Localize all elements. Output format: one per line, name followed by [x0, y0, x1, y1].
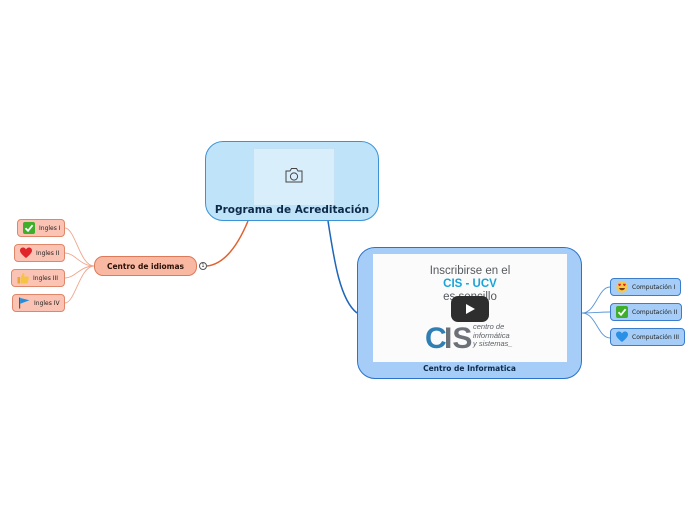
topic-label: Ingles I — [39, 224, 61, 232]
topic-label: Ingles II — [36, 249, 60, 257]
topic-label: Ingles IV — [34, 299, 60, 307]
informatica-title: Centro de Informatica — [423, 364, 516, 373]
blue-heart-icon — [616, 331, 628, 343]
blue-flag-icon — [18, 297, 30, 309]
topic-computacion-1[interactable]: Computación I — [610, 278, 681, 296]
svg-text:C: C — [425, 322, 447, 352]
red-heart-icon — [20, 247, 32, 259]
check-mark-icon — [23, 222, 35, 234]
cis-logo: C IS — [425, 320, 473, 356]
topic-label: Computación III — [632, 333, 680, 341]
camera-icon — [284, 167, 304, 187]
check-mark-icon — [616, 306, 628, 318]
topic-computacion-2[interactable]: Computación II — [610, 303, 682, 321]
svg-text:IS: IS — [444, 322, 472, 352]
centro-informatica-node[interactable]: Inscribirse en el CIS - UCV es sencillo … — [357, 247, 582, 379]
idiomas-title: Centro de idiomas — [106, 261, 185, 271]
video-caption-line-1: Inscribirse en el — [429, 265, 511, 277]
play-icon — [464, 300, 476, 319]
topic-ingles-4[interactable]: Ingles IV — [12, 294, 65, 312]
centro-idiomas-node[interactable]: Centro de idiomas — [94, 256, 197, 276]
image-placeholder[interactable] — [253, 148, 335, 206]
topic-label: Ingles III — [33, 274, 59, 282]
play-button[interactable] — [451, 296, 489, 322]
topic-ingles-2[interactable]: Ingles II — [14, 244, 65, 262]
topic-label: Computación II — [632, 308, 678, 316]
heart-eyes-emoji-icon — [616, 281, 628, 293]
video-thumbnail[interactable]: Inscribirse en el CIS - UCV es sencillo … — [373, 254, 567, 362]
central-topic-node[interactable]: Programa de Acreditación — [205, 141, 379, 221]
topic-label: Computación I — [632, 283, 676, 291]
topic-computacion-3[interactable]: Computación III — [610, 328, 685, 346]
topic-ingles-3[interactable]: Ingles III — [11, 269, 65, 287]
topic-ingles-1[interactable]: Ingles I — [17, 219, 65, 237]
thumbs-up-icon — [17, 272, 29, 284]
collapse-count-badge[interactable]: 1 — [199, 262, 207, 270]
central-topic-title: Programa de Acreditación — [214, 204, 370, 216]
video-caption-line-2: CIS - UCV — [443, 278, 497, 290]
cis-logo-text: centro de informática y sistemas_ — [473, 322, 513, 348]
